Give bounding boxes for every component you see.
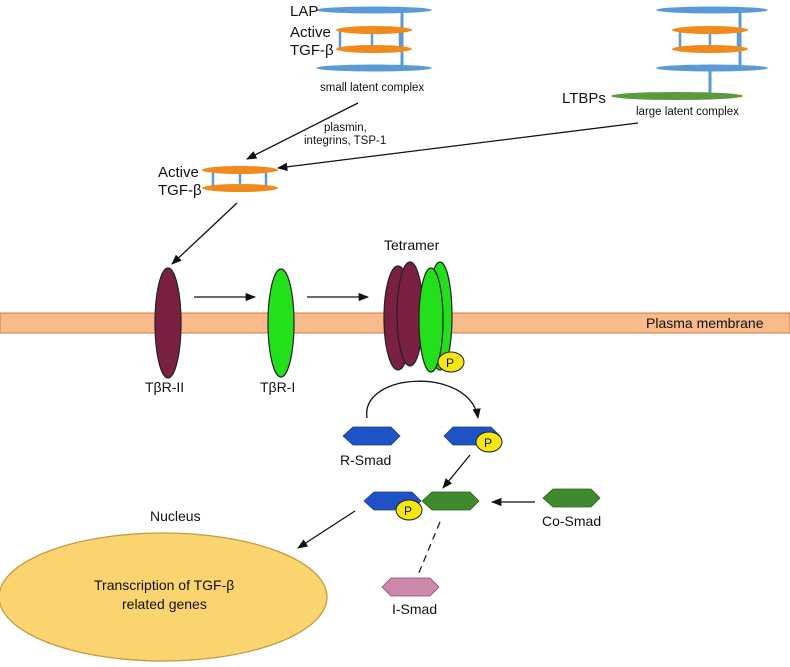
ltbp-bar <box>611 92 743 100</box>
tbr1-label: TβR-I <box>260 379 295 395</box>
lap-bar-top-2 <box>656 6 768 14</box>
ismad-inhibition-line <box>417 521 441 576</box>
nucleus <box>0 532 328 662</box>
ismad-label: I-Smad <box>392 601 437 617</box>
tbr1-receptor <box>267 268 295 378</box>
complex-phosphate-label: P <box>404 504 412 518</box>
tetramer-label: Tetramer <box>384 237 440 253</box>
plasma-membrane-label: Plasma membrane <box>646 315 764 331</box>
plasmin-label: plasmin, <box>324 122 367 134</box>
lap-bar-bottom <box>316 64 432 72</box>
tgf-mid-bar-bottom <box>202 184 278 192</box>
arrow-smad-phosphorylation <box>366 380 481 420</box>
arrow-rsmad-to-complex <box>442 454 471 489</box>
cosmad-hexagon <box>542 488 601 508</box>
tgf-bar-top <box>336 26 412 34</box>
lap-label: LAP <box>290 3 318 20</box>
active-label-top: Active <box>290 24 331 41</box>
arrow-small-to-active <box>246 102 359 160</box>
tgf-mid-bar-top <box>202 166 278 174</box>
rsmad-phosphate-label: P <box>484 436 492 450</box>
tetramer-phosphate-label: P <box>446 356 454 370</box>
tetramer-phosphate <box>437 351 465 373</box>
arrow-tgf-to-receptor <box>171 202 238 265</box>
active-tgf-beta: Active TGF-β <box>158 164 278 199</box>
complex-cosmad <box>421 491 480 511</box>
arrow-complex-to-nucleus <box>297 510 356 549</box>
tetramer-tbr1-b <box>418 267 444 373</box>
rsmad-label: R-Smad <box>340 452 391 468</box>
tgf-label-top: TGF-β <box>290 42 334 59</box>
ltbps-label: LTBPs <box>562 90 606 107</box>
receptor-tetramer: P <box>383 261 465 373</box>
rsmad-hexagon <box>342 426 401 446</box>
tgf-bar-top-2 <box>672 26 748 34</box>
lap-bar-bottom-2 <box>656 64 768 72</box>
tbr2-label: TβR-II <box>145 379 184 395</box>
large-latent-complex-label: large latent complex <box>636 106 739 118</box>
rsmad-phosphate <box>475 431 503 453</box>
nucleus-label: Nucleus <box>150 508 201 524</box>
tgf-bar-bottom <box>336 45 412 53</box>
transcription-line-1: Transcription of TGF-β <box>94 577 234 593</box>
large-latent-complex: LTBPs large latent complex <box>562 6 768 118</box>
tbr2-receptor <box>154 267 182 379</box>
active-label-mid: Active <box>158 164 199 181</box>
transcription-line-2: related genes <box>122 596 207 612</box>
arrow-large-to-active <box>276 122 639 171</box>
tgf-bar-bottom-2 <box>672 45 748 53</box>
lap-bar-top <box>316 6 432 14</box>
tgf-label-mid: TGF-β <box>158 182 202 199</box>
cosmad-label: Co-Smad <box>542 513 601 529</box>
ismad-hexagon <box>381 577 440 597</box>
complex-phosphate <box>395 499 423 521</box>
small-latent-complex: LAP Active TGF-β small latent complex <box>290 3 432 94</box>
integrins-label: integrins, TSP-1 <box>304 135 386 147</box>
small-latent-complex-label: small latent complex <box>320 82 424 94</box>
